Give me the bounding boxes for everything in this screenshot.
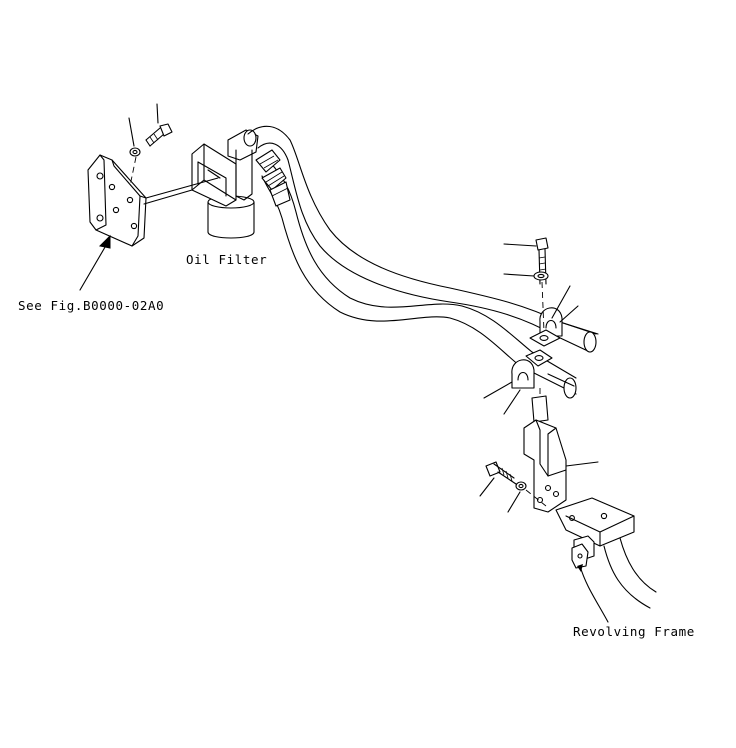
- washer-right: [533, 271, 549, 281]
- mounting-bracket-plate: [87, 154, 147, 247]
- support-bracket: [523, 395, 567, 513]
- leader-lines: [479, 243, 599, 513]
- bolt-lower: [485, 461, 517, 485]
- oil-filter: [143, 129, 259, 239]
- bolt-small: [145, 123, 173, 147]
- assembly-axis-upper: [541, 281, 545, 333]
- hose-ends-right: [547, 321, 599, 399]
- see-fig-arrow: [79, 234, 111, 291]
- washer-lower: [515, 481, 527, 491]
- clamp-upper: [529, 307, 563, 347]
- hose-upper: [247, 125, 597, 353]
- clamp-lower: [511, 349, 553, 389]
- leader-lines-top-left: [128, 103, 159, 187]
- revolving-frame-leader: [579, 565, 609, 623]
- label-see-fig: See Fig.B0000-02A0: [18, 298, 164, 313]
- hose-fittings: [255, 149, 291, 207]
- label-oil-filter: Oil Filter: [186, 252, 267, 267]
- washer-small: [129, 147, 141, 157]
- hose-lower: [261, 161, 577, 395]
- revolving-frame-part: [555, 497, 657, 609]
- assembly-axis-bolt: [525, 489, 547, 507]
- label-revolving-frame: Revolving Frame: [573, 624, 695, 639]
- revolving-frame-arrow: [577, 564, 583, 572]
